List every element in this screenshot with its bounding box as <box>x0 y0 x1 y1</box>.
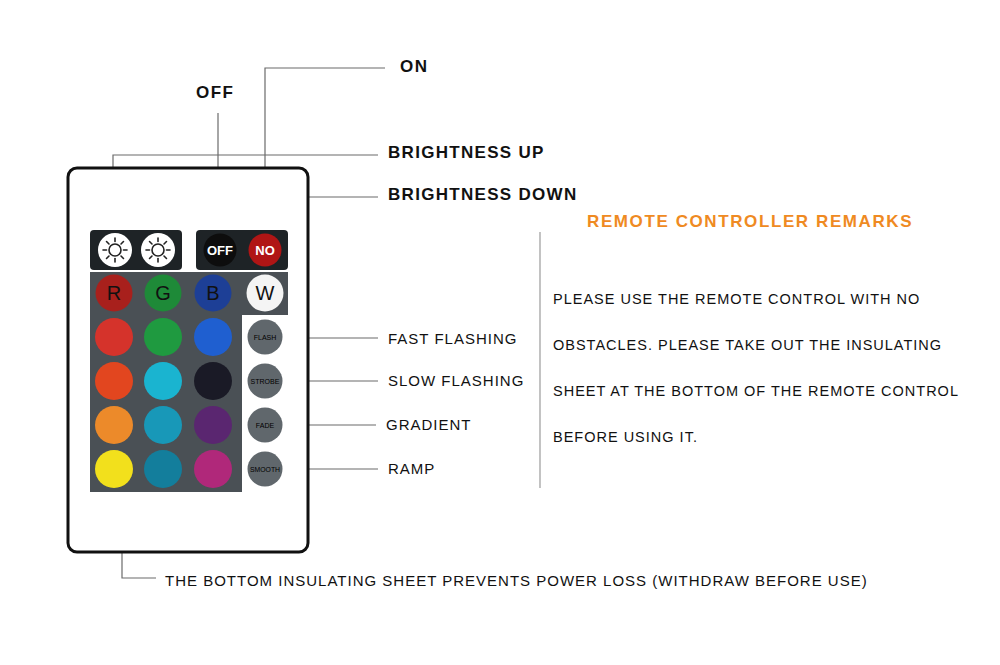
brightness-button <box>141 233 175 267</box>
callout-label: GRADIENT <box>386 416 472 434</box>
brightness-panel <box>90 230 182 270</box>
section-title: REMOTE CONTROLLER REMARKS <box>587 212 913 232</box>
color-button <box>95 362 133 400</box>
callout-label: BRIGHTNESS UP <box>388 143 545 163</box>
color-button <box>194 406 232 444</box>
color-button <box>144 362 182 400</box>
button-label: STROBE <box>247 363 283 399</box>
button-circle <box>247 275 284 312</box>
color-buttons <box>95 318 232 488</box>
remote-button: R <box>95 274 133 312</box>
color-button <box>194 362 232 400</box>
sun-ray <box>103 249 107 251</box>
color-button <box>95 406 133 444</box>
button-panel <box>90 272 288 492</box>
sun-ray <box>167 249 171 251</box>
sun-ray <box>150 242 152 244</box>
callout-label: OFF <box>196 83 235 103</box>
sun-ray <box>164 242 166 244</box>
sun-ray <box>157 259 159 263</box>
button-label: B <box>194 274 232 312</box>
button-circle <box>248 364 283 399</box>
sun-icon <box>152 244 164 256</box>
color-button <box>194 450 232 488</box>
bottom-note: THE BOTTOM INSULATING SHEET PREVENTS POW… <box>165 572 868 590</box>
button-circle <box>204 234 237 267</box>
remote-button: STROBE <box>247 363 283 399</box>
button-circle <box>96 275 133 312</box>
button-label: OFF <box>203 233 237 267</box>
remote-button: SMOOTH <box>247 451 283 487</box>
divider-line <box>539 232 540 488</box>
color-button <box>144 406 182 444</box>
remote-button: G <box>144 274 182 312</box>
button-circle <box>195 275 232 312</box>
remote-button: B <box>194 274 232 312</box>
button-label: SMOOTH <box>247 451 283 487</box>
remote-button: NO <box>248 233 282 267</box>
button-label: R <box>95 274 133 312</box>
color-button <box>144 450 182 488</box>
button-circle <box>145 275 182 312</box>
button-label: G <box>144 274 182 312</box>
button-label: FADE <box>247 407 283 443</box>
color-button <box>194 318 232 356</box>
sun-ray <box>114 259 116 263</box>
remote-button: W <box>246 274 284 312</box>
sun-ray <box>121 242 123 244</box>
remote-button: OFF <box>203 233 237 267</box>
button-circle <box>248 408 283 443</box>
sun-icon <box>109 244 121 256</box>
remark-note: PLEASE USE THE REMOTE CONTROL WITH NO OB… <box>553 276 995 460</box>
callout-label: BRIGHTNESS DOWN <box>388 185 578 205</box>
button-label: W <box>246 274 284 312</box>
button-label: NO <box>248 233 282 267</box>
remote-button: FADE <box>247 407 283 443</box>
callout-label: SLOW FLASHING <box>388 372 524 390</box>
color-button <box>95 318 133 356</box>
remote-body <box>68 168 308 552</box>
sun-ray <box>146 249 150 251</box>
callout-label: ON <box>400 57 429 77</box>
remote-button: FLASH <box>247 319 283 355</box>
button-circle <box>249 234 282 267</box>
brightness-buttons <box>98 233 175 267</box>
color-button <box>144 318 182 356</box>
callout-label: RAMP <box>388 460 435 478</box>
brightness-button <box>98 233 132 267</box>
color-button <box>95 450 133 488</box>
sun-ray <box>150 256 152 258</box>
button-circle <box>248 320 283 355</box>
sun-ray <box>107 242 109 244</box>
power-panel <box>196 230 288 270</box>
sun-ray <box>157 238 159 242</box>
sun-ray <box>107 256 109 258</box>
sun-ray <box>164 256 166 258</box>
sun-ray <box>121 256 123 258</box>
callout-label: FAST FLASHING <box>388 330 517 348</box>
button-circle <box>248 452 283 487</box>
button-label: FLASH <box>247 319 283 355</box>
sun-ray <box>124 249 128 251</box>
sun-ray <box>114 238 116 242</box>
